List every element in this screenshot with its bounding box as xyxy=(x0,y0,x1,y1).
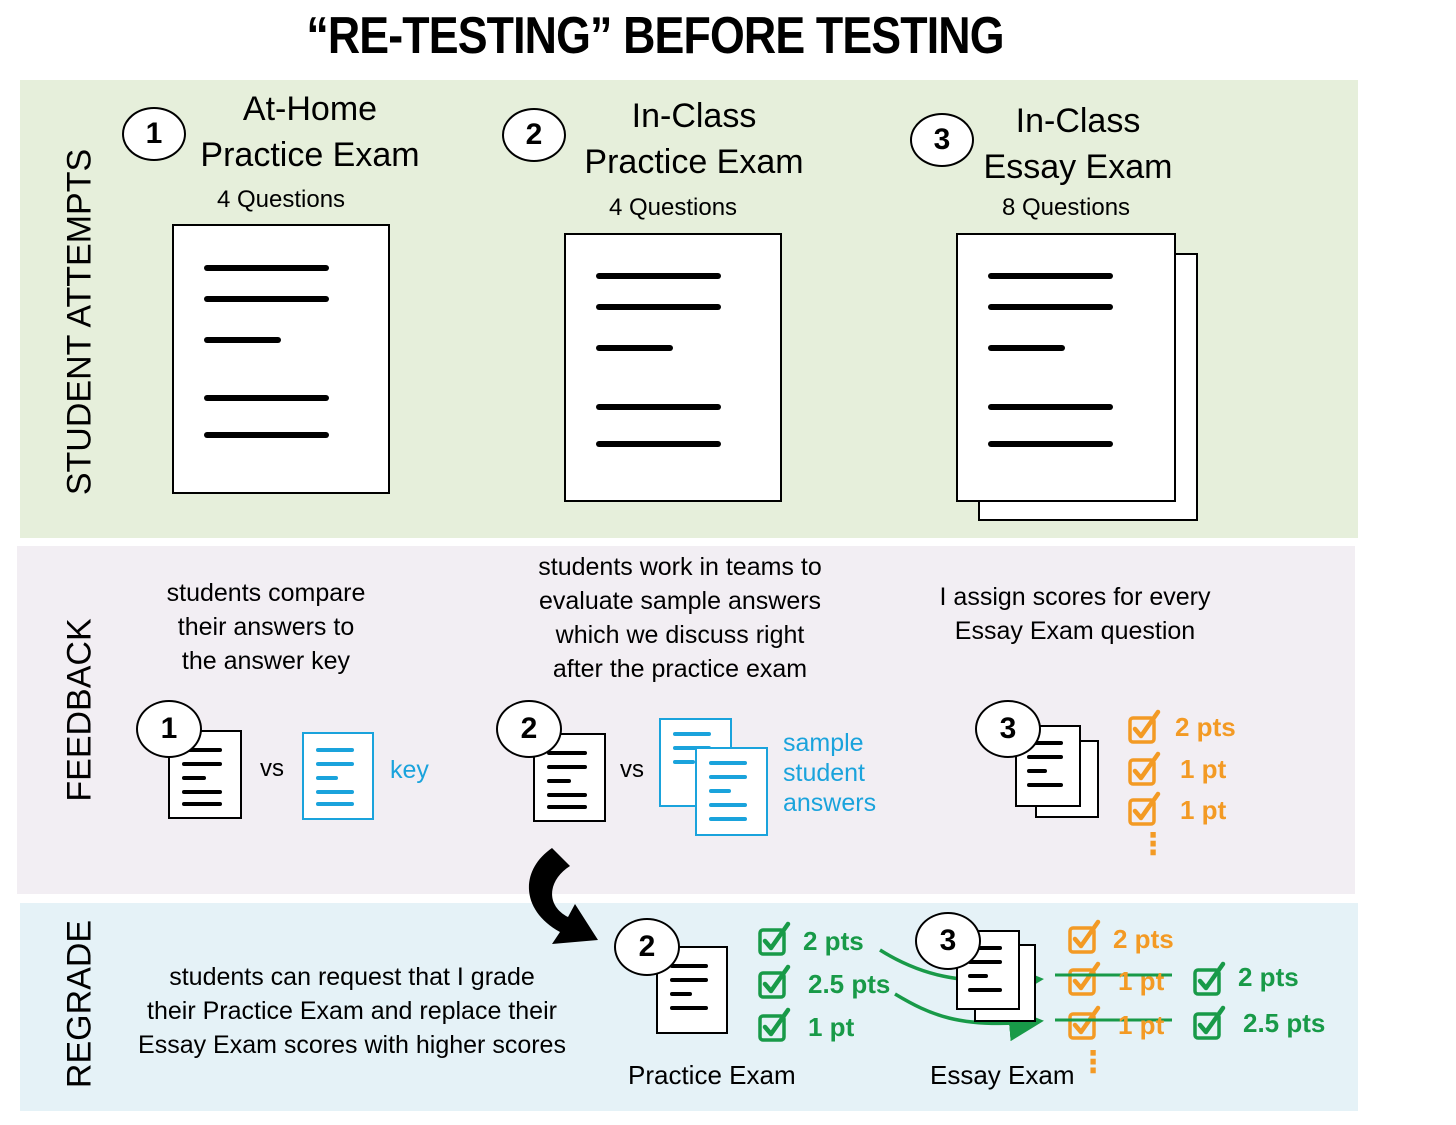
regrade-essay-number-badge: 3 xyxy=(915,912,981,970)
exam-2-heading-line2: Practice Exam xyxy=(584,143,804,181)
regrade-practice-number-badge: 2 xyxy=(614,918,680,976)
feedback-3-number-badge: 3 xyxy=(975,700,1041,758)
essay-old-score-replaced: 1 pt xyxy=(1118,1010,1165,1040)
regrade-text: students can request that I grade their … xyxy=(138,960,566,1062)
page-title: “RE-TESTING” BEFORE TESTING xyxy=(306,7,1004,65)
feedback-score: 1 pt xyxy=(1180,754,1227,784)
regrade-line: their Practice Exam and replace their xyxy=(147,997,557,1025)
checkbox-icon xyxy=(760,967,788,997)
essay-new-score: 2.5 pts xyxy=(1243,1008,1326,1038)
feedback-1-line: the answer key xyxy=(181,647,351,675)
regrade-line: students can request that I grade xyxy=(169,963,535,991)
checkbox-icon xyxy=(1070,1008,1098,1038)
exam-1-heading: At-Home Practice Exam xyxy=(200,86,419,178)
replace-arrow-icon xyxy=(894,992,1044,1042)
exam-2-document-icon xyxy=(564,233,782,502)
exam-2-heading: In-Class Practice Exam xyxy=(584,93,803,185)
feedback-3-line: I assign scores for every xyxy=(939,583,1211,611)
feedback-2-number-badge: 2 xyxy=(496,700,562,758)
checkbox-icon xyxy=(1130,794,1158,824)
feedback-1-vs: vs xyxy=(260,755,284,782)
exam-3-document-icon xyxy=(956,233,1176,502)
feedback-1-number-badge: 1 xyxy=(136,700,202,758)
practice-exam-caption: Practice Exam xyxy=(628,1060,796,1090)
practice-score: 2 pts xyxy=(803,926,864,956)
feedback-2-line: after the practice exam xyxy=(552,655,808,683)
feedback-2-line: which we discuss right xyxy=(555,621,805,649)
sample-student-answers-label: sample student answers xyxy=(783,729,877,817)
feedback-1-line: students compare xyxy=(166,579,366,607)
checkbox-icon xyxy=(1070,922,1098,952)
checkbox-icon xyxy=(1130,754,1158,784)
exam-3-number-badge: 3 xyxy=(910,113,974,167)
essay-exam-caption: Essay Exam xyxy=(930,1060,1075,1090)
feedback-score: 1 pt xyxy=(1180,795,1227,825)
key-label: key xyxy=(390,756,429,784)
curved-arrow-icon xyxy=(528,848,598,944)
exam-3-heading: In-Class Essay Exam xyxy=(984,98,1173,190)
exam-3-question-count: 8 Questions xyxy=(1001,194,1131,221)
exam-2-number-badge: 2 xyxy=(502,108,566,162)
feedback-3-line: Essay Exam question xyxy=(954,617,1196,645)
practice-score: 1 pt xyxy=(808,1012,855,1042)
feedback-2-text: students work in teams to evaluate sampl… xyxy=(538,550,821,686)
exam-1-question-count: 4 Questions xyxy=(216,186,346,213)
exam-3-heading-line1: In-Class xyxy=(1015,102,1141,140)
feedback-3-text: I assign scores for every Essay Exam que… xyxy=(940,580,1211,648)
exam-1-document-icon xyxy=(172,224,390,494)
checkbox-icon xyxy=(760,1010,788,1040)
essay-old-score-replaced: 1 pt xyxy=(1118,966,1165,996)
checkbox-icon xyxy=(1195,1008,1223,1038)
checkbox-icon xyxy=(1195,964,1223,994)
answer-key-document-icon xyxy=(302,732,374,820)
feedback-1-text: students compare their answers to the an… xyxy=(167,576,366,678)
regrade-line: Essay Exam scores with higher scores xyxy=(138,1031,566,1059)
exam-2-heading-line1: In-Class xyxy=(631,97,757,135)
feedback-2-line: evaluate sample answers xyxy=(538,587,822,615)
practice-score: 2.5 pts xyxy=(808,969,891,999)
regrade-ellipsis: ⋮ xyxy=(1078,1046,1108,1079)
feedback-2-line: students work in teams to xyxy=(538,553,822,581)
exam-2-question-count: 4 Questions xyxy=(608,194,738,221)
exam-1-heading-line2: Practice Exam xyxy=(200,136,420,174)
feedback-ellipsis: ⋮ xyxy=(1138,828,1168,861)
checkbox-icon xyxy=(1130,712,1158,742)
essay-new-score: 2 pts xyxy=(1238,962,1299,992)
feedback-score: 2 pts xyxy=(1175,712,1236,742)
checkbox-icon xyxy=(1070,964,1098,994)
feedback-1-line: their answers to xyxy=(177,613,355,641)
sample-answer-document-icon xyxy=(695,747,768,836)
exam-3-heading-line2: Essay Exam xyxy=(983,148,1173,186)
essay-old-score: 2 pts xyxy=(1113,924,1174,954)
exam-1-number-badge: 1 xyxy=(122,107,186,161)
exam-1-heading-line1: At-Home xyxy=(242,90,378,128)
checkbox-icon xyxy=(760,924,788,954)
feedback-2-vs: vs xyxy=(620,756,644,783)
